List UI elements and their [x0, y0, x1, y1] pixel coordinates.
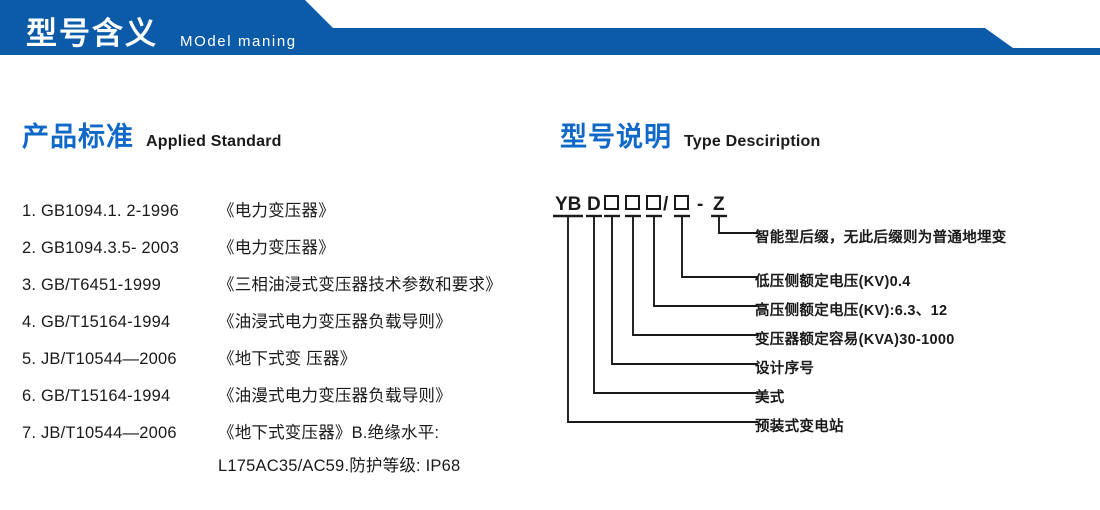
standard-code: 4. GB/T15164-1994	[22, 313, 171, 331]
list-item: 7. JB/T10544—2006 《地下式变压器》B.绝缘水平:	[22, 419, 542, 443]
standard-title: 《油浸式电力变压器负载导则》	[218, 313, 452, 331]
standard-title: 《油漫式电力变压器负载导则》	[218, 387, 452, 405]
description-label-4: 变压器额定容易(KVA)30-1000	[755, 332, 955, 348]
standard-title: 《地下式变 压器》	[218, 350, 357, 368]
description-label-3: 高压侧额定电压(KV):6.3、12	[755, 303, 948, 319]
banner-shape	[0, 0, 1100, 55]
code-segment-box-1	[604, 195, 619, 210]
list-item: 2. GB1094.3.5- 2003 《电力变压器》	[22, 234, 542, 258]
type-description-heading-en: Type Desciription	[684, 133, 821, 150]
banner-title-en: MOdel maning	[180, 33, 297, 50]
code-segment-slash: /	[663, 194, 669, 215]
leader-line-7	[567, 216, 758, 423]
standard-title: 《电力变压器》	[218, 202, 335, 220]
code-segment-dash: -	[697, 194, 703, 215]
leader-line-2	[681, 216, 758, 278]
leader-line-1	[718, 216, 758, 234]
banner-title-cn: 型号含义	[26, 16, 158, 51]
standard-code: 3. GB/T6451-1999	[22, 276, 161, 294]
type-description-section: 型号说明 Type Desciription YB D / - Z	[545, 105, 1100, 509]
description-label-7: 预装式变电站	[755, 419, 844, 435]
applied-standard-heading-en: Applied Standard	[146, 133, 282, 150]
type-description-heading: 型号说明 Type Desciription	[560, 115, 820, 154]
code-segment-box-3	[646, 195, 661, 210]
code-segment-yb: YB	[555, 194, 581, 215]
applied-standard-section: 产品标准 Applied Standard 1. GB1094.1. 2-1996…	[0, 105, 545, 509]
code-segment-box-4	[674, 195, 689, 210]
standard-title: 《地下式变压器》B.绝缘水平:	[218, 424, 440, 442]
list-item: 6. GB/T15164-1994 《油漫式电力变压器负载导则》	[22, 382, 542, 406]
applied-standard-heading: 产品标准 Applied Standard	[22, 115, 282, 154]
description-label-1: 智能型后缀，无此后缀则为普通地埋变	[755, 230, 1007, 246]
applied-standard-heading-cn: 产品标准	[22, 122, 134, 152]
list-item: 1. GB1094.1. 2-1996 《电力变压器》	[22, 197, 542, 221]
leader-line-3	[653, 216, 758, 307]
standard-code: 2. GB1094.3.5- 2003	[22, 239, 179, 257]
standard-continuation-line: L175AC35/AC59.防护等级: IP68	[218, 457, 461, 475]
standard-code: 6. GB/T15164-1994	[22, 387, 171, 405]
list-item: 5. JB/T10544—2006 《地下式变 压器》	[22, 345, 542, 369]
standards-list: 1. GB1094.1. 2-1996 《电力变压器》 2. GB1094.3.…	[22, 197, 542, 476]
list-item: 4. GB/T15164-1994 《油浸式电力变压器负载导则》	[22, 308, 542, 332]
standard-code: 1. GB1094.1. 2-1996	[22, 202, 179, 220]
standard-title: 《三相油浸式变压器技术参数和要求》	[218, 276, 502, 294]
leader-line-5	[611, 216, 758, 365]
code-segment-d: D	[587, 194, 601, 215]
code-segment-z: Z	[713, 194, 725, 215]
type-description-heading-cn: 型号说明	[560, 122, 672, 152]
description-label-5: 设计序号	[755, 361, 815, 377]
standard-code: 7. JB/T10544—2006	[22, 424, 177, 442]
list-item: 3. GB/T6451-1999 《三相油浸式变压器技术参数和要求》	[22, 271, 542, 295]
leader-line-6	[593, 216, 758, 394]
description-label-6: 美式	[755, 390, 785, 406]
standard-code: 5. JB/T10544—2006	[22, 350, 177, 368]
description-label-2: 低压侧额定电压(KV)0.4	[755, 274, 911, 290]
standard-title: 《电力变压器》	[218, 239, 335, 257]
page-header-banner: 型号含义 MOdel maning	[0, 0, 1100, 62]
model-code-diagram: YB D / - Z	[545, 180, 1100, 510]
leader-line-4	[632, 216, 758, 336]
code-segment-box-2	[625, 195, 640, 210]
